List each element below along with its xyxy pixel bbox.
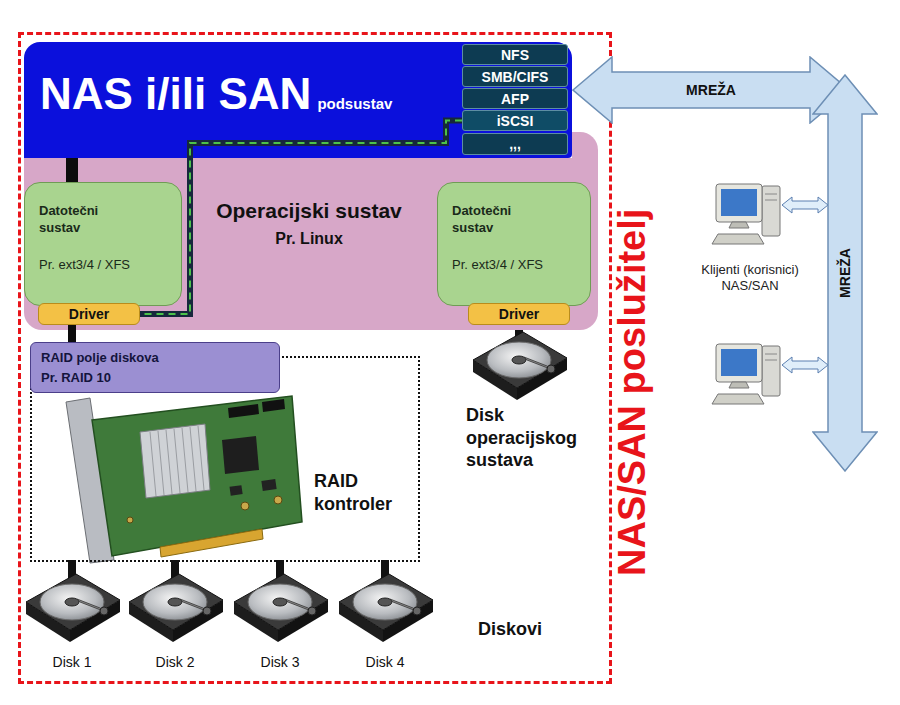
filesystem-box: Datotečni sustavPr. ext3/4 / XFS (437, 182, 591, 306)
protocol-label: AFP (501, 92, 529, 106)
filesystem-title: Datotečni sustav (452, 203, 548, 237)
hard-disk (339, 574, 433, 642)
driver-label: Driver (69, 307, 109, 321)
protocol-box: iSCSI (462, 110, 568, 131)
raid-array-example: Pr. RAID 10 (41, 370, 269, 386)
disks-caption: Diskovi (478, 618, 588, 641)
disk-number-holder: Disk 2 (135, 654, 215, 671)
protocol-box: SMB/CIFS (462, 66, 568, 87)
driver-label: Driver (499, 307, 539, 321)
client-computer (712, 344, 780, 404)
filesystem-example: Pr. ext3/4 / XFS (452, 257, 543, 274)
controller-label: RAID kontroler (314, 470, 414, 515)
disk-caption: Disk operacijskog sustava (466, 404, 606, 472)
clients-caption: Klijenti (korisnici) NAS/SAN (700, 262, 800, 295)
subsystem-title: NAS i/ili SAN (40, 72, 311, 116)
protocol-box: NFS (462, 44, 568, 65)
raid-card (66, 396, 302, 563)
raid-array-box: RAID polje diskovaPr. RAID 10 (30, 342, 280, 393)
hard-disk (473, 332, 567, 400)
protocol-label: SMB/CIFS (482, 70, 549, 84)
clients-caption-holder: Klijenti (korisnici) NAS/SAN (700, 262, 800, 295)
driver-box: Driver (468, 303, 570, 325)
filesystem-title: Datotečni sustav (39, 203, 135, 237)
disk-caption-holder: Disk operacijskog sustava (466, 404, 606, 472)
disks-caption-holder: Diskovi (478, 618, 588, 641)
protocol-label: iSCSI (497, 114, 534, 128)
os-title: Operacijski sustav (216, 198, 402, 223)
disk-number: Disk 1 (32, 654, 112, 671)
client-link-arrow (782, 197, 828, 213)
disk-number: Disk 4 (345, 654, 425, 671)
network-label: MREŽA (686, 83, 736, 97)
client-link-arrow (782, 357, 828, 373)
driver-box: Driver (38, 303, 140, 325)
network-label: MREŽA (838, 248, 852, 298)
connector-line (68, 325, 76, 342)
hard-disk (26, 574, 120, 642)
os-example: Pr. Linux (275, 229, 343, 248)
raid-array-title: RAID polje diskova (41, 350, 269, 366)
protocol-label: NFS (501, 48, 529, 62)
connector-dash (140, 121, 462, 315)
disk-number: Disk 2 (135, 654, 215, 671)
filesystem-example: Pr. ext3/4 / XFS (39, 257, 130, 274)
protocol-label: ,,, (509, 137, 521, 151)
connector (72, 325, 73, 342)
subsystem-subtitle: podsustav (317, 95, 392, 112)
filesystem-box: Datotečni sustavPr. ext3/4 / XFS (24, 182, 182, 306)
connector-line (140, 121, 462, 315)
server-boundary: NAS/SAN poslužiteljNAS i/ili SANpodsusta… (18, 32, 612, 684)
server-title: NAS/SAN poslužitelj (613, 208, 651, 575)
connector (72, 158, 73, 182)
hard-disk (234, 574, 328, 642)
network-arrow: MREŽA (812, 74, 878, 472)
connector (140, 121, 462, 315)
disk-number-holder: Disk 3 (240, 654, 320, 671)
disk-number-holder: Disk 1 (32, 654, 112, 671)
network-arrow-outline (813, 75, 877, 471)
os-box: Operacijski sustavPr. Linux Datotečni sus… (24, 132, 598, 330)
connector-line (66, 158, 78, 182)
disk-number: Disk 3 (240, 654, 320, 671)
client-computer (712, 184, 780, 244)
hard-disk (129, 574, 223, 642)
network-arrow: MREŽA (572, 56, 850, 124)
network-arrow-outline (573, 57, 849, 123)
protocol-box: AFP (462, 88, 568, 109)
disk-number-holder: Disk 4 (345, 654, 425, 671)
